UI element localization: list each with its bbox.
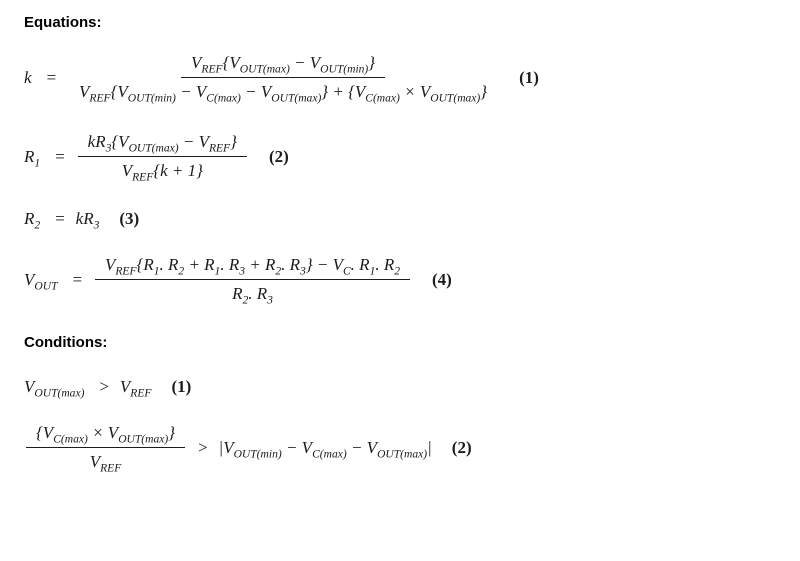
condition-2-relation: >	[197, 437, 209, 457]
equation-4: VOUT = VREF{R1. R2 + R1. R3 + R2. R3} − …	[24, 255, 776, 307]
equation-3-number: (3)	[119, 209, 140, 228]
equation-1-number: (1)	[519, 67, 539, 87]
condition-2-rhs: |VOUT(min) − VC(max) − VOUT(max)|	[218, 437, 432, 460]
equation-2: R1 = kR3{VOUT(max) − VREF} VREF{k + 1} (…	[24, 132, 776, 184]
equation-2-lhs: R1	[24, 146, 41, 169]
condition-2-denominator: VREF	[89, 452, 122, 475]
equation-3-relation: =	[54, 209, 66, 228]
condition-1-lhs: VOUT(max)	[24, 377, 85, 400]
equation-3-lhs: R2	[24, 209, 41, 232]
condition-1-rhs: VREF	[119, 377, 152, 400]
equation-1-lhs: k	[24, 67, 32, 87]
equation-2-numerator: kR3{VOUT(max) − VREF}	[77, 132, 247, 157]
condition-2-fraction: {VC(max) × VOUT(max)} VREF	[26, 423, 186, 475]
equation-4-lhs: VOUT	[24, 269, 58, 292]
equation-4-numerator: VREF{R1. R2 + R1. R3 + R2. R3} − VC. R1.…	[94, 255, 411, 280]
condition-2: {VC(max) × VOUT(max)} VREF > |VOUT(min) …	[24, 423, 776, 475]
equation-4-fraction: VREF{R1. R2 + R1. R3 + R2. R3} − VC. R1.…	[94, 255, 411, 307]
equation-2-relation: =	[54, 146, 66, 166]
equation-3: R2 = kR3 (3)	[24, 209, 776, 232]
equation-3-rhs: kR3	[75, 209, 100, 232]
equation-2-number: (2)	[268, 146, 289, 166]
equation-1: k = VREF{VOUT(max) − VOUT(min)} VREF{VOU…	[24, 53, 776, 105]
conditions-heading: Conditions:	[24, 334, 108, 351]
equation-4-relation: =	[71, 269, 83, 289]
equation-2-fraction: kR3{VOUT(max) − VREF} VREF{k + 1}	[77, 132, 247, 184]
condition-1-relation: >	[98, 377, 110, 396]
equations-heading: Equations:	[24, 14, 102, 31]
equation-1-numerator: VREF{VOUT(max) − VOUT(min)}	[181, 53, 386, 78]
equation-4-number: (4)	[432, 269, 452, 289]
condition-1-number: (1)	[171, 377, 192, 396]
equation-2-denominator: VREF{k + 1}	[121, 161, 203, 184]
condition-1: VOUT(max) > VREF (1)	[24, 377, 776, 400]
equation-1-relation: =	[45, 67, 58, 87]
equation-4-denominator: R2. R3	[232, 284, 273, 307]
equation-1-denominator: VREF{VOUT(min) − VC(max) − VOUT(max)} + …	[79, 82, 488, 105]
equation-1-fraction: VREF{VOUT(max) − VOUT(min)} VREF{VOUT(mi…	[69, 53, 497, 105]
condition-2-number: (2)	[451, 437, 472, 457]
condition-2-numerator: {VC(max) × VOUT(max)}	[26, 423, 186, 448]
